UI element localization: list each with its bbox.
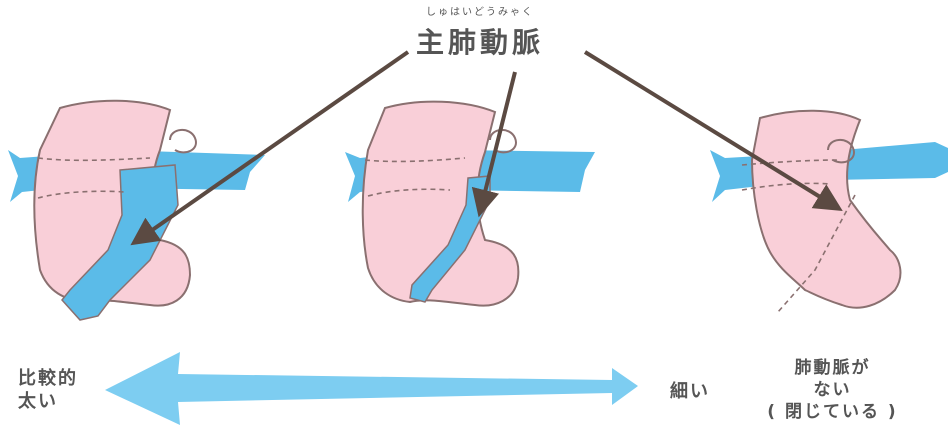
closed-artery-dashed xyxy=(777,194,856,313)
heart-thin-artery xyxy=(345,100,595,307)
heart-no-artery xyxy=(710,109,948,313)
heart-thick-artery xyxy=(8,99,265,321)
no-artery-line2: ない xyxy=(813,380,852,401)
scale-label-thin: 細い xyxy=(670,381,710,402)
scale-label-thick-line1: 比較的 xyxy=(18,368,78,389)
scale-label-thick: 比較的 太い xyxy=(18,367,88,414)
main-artery-thick xyxy=(61,164,179,321)
vessel-loop-1 xyxy=(169,129,197,154)
pointer-arrow-2 xyxy=(471,71,517,218)
no-artery-label: 肺動脈が ない ( 閉じている ) xyxy=(745,357,920,423)
pointer-arrow-3 xyxy=(583,50,843,211)
vessel-loop-2 xyxy=(489,129,517,154)
heart-body-3 xyxy=(750,109,902,309)
vessel-loop-3 xyxy=(827,139,855,164)
pointer-arrow-1 xyxy=(130,50,410,246)
no-artery-line3: ( 閉じている ) xyxy=(767,402,898,423)
pointer-arrows xyxy=(130,50,843,246)
page-title: 主肺動脈 xyxy=(415,26,544,59)
title-furigana: しゅはいどうみゃく xyxy=(426,7,534,18)
no-artery-line1: 肺動脈が xyxy=(794,358,871,378)
scale-label-thick-line2: 太い xyxy=(18,391,58,413)
thickness-scale-arrow xyxy=(105,352,638,425)
heart-body-2 xyxy=(361,100,520,307)
